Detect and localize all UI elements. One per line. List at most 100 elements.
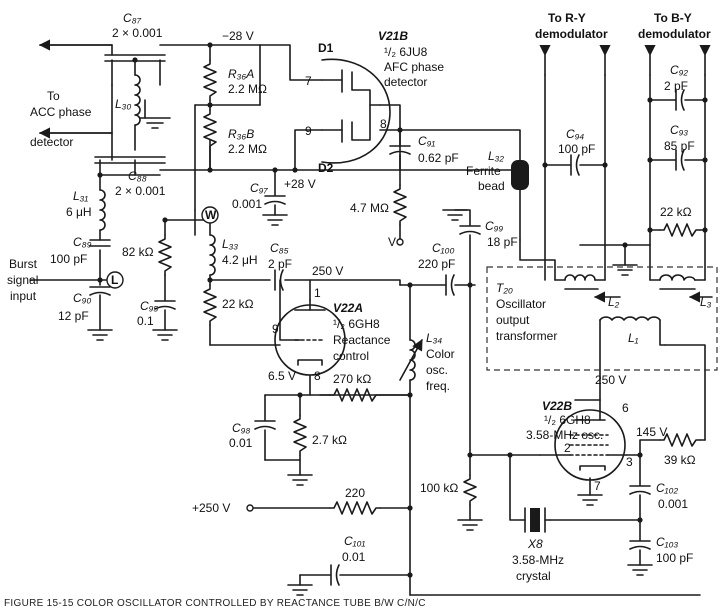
- label-d1: D1: [318, 41, 334, 55]
- label-v22b: V22B: [542, 399, 572, 413]
- label-by-1: To B-Y: [654, 11, 692, 25]
- label-250v-a: 250 V: [312, 264, 343, 278]
- label-c88-val: 2 × 0.001: [115, 184, 166, 198]
- capacitor-c98: [254, 420, 276, 430]
- resistor-4.7m: [393, 184, 407, 226]
- label-t20-d2: output: [496, 313, 530, 327]
- label-burst-1: Burst: [9, 257, 38, 271]
- capacitor-c102: [629, 485, 651, 495]
- label-v22b-type: ¹/₂ 6GH8: [544, 413, 591, 427]
- label-r36b-val: 2.2 MΩ: [228, 142, 267, 156]
- resistor-270k: [329, 388, 381, 402]
- label-l34-d3: freq.: [426, 379, 450, 393]
- label-x8: X8: [527, 537, 543, 551]
- pin-6-v22b: 6: [622, 401, 629, 415]
- label-l30: L₃₀: [115, 97, 132, 111]
- label-c94-val: 100 pF: [558, 142, 595, 156]
- label-4.7m: 4.7 MΩ: [350, 201, 389, 215]
- label-acc-2: ACC phase: [30, 105, 92, 119]
- label-c93: C₉₃: [670, 123, 688, 137]
- label-82k: 82 kΩ: [122, 245, 154, 259]
- label-c85-val: 2 pF: [268, 257, 292, 271]
- label-2.7k: 2.7 kΩ: [312, 433, 347, 447]
- label-by-2: demodulator: [638, 27, 711, 41]
- diode-tube-v21b: [321, 58, 391, 164]
- label-plus28: +28 V: [284, 177, 316, 191]
- resistor-22k-right: [659, 223, 701, 237]
- label-l1: L₁: [628, 331, 639, 345]
- label-d2: D2: [318, 161, 334, 175]
- label-l34: L₃₄: [426, 331, 442, 345]
- inductor-l33: [209, 234, 216, 276]
- label-c102: C₁₀₂: [656, 481, 679, 495]
- label-l3: L₃: [700, 295, 712, 309]
- label-c95-val: 0.1: [137, 314, 154, 328]
- label-t20-d3: transformer: [496, 329, 557, 343]
- label-r36b: R₃₆B: [228, 127, 254, 141]
- label-250v-b: 250 V: [595, 373, 626, 387]
- capacitor-c97: [264, 195, 286, 205]
- capacitor-c94: [570, 154, 580, 176]
- label-c90: C₉₀: [73, 291, 91, 305]
- label-c102-val: 0.001: [658, 497, 688, 511]
- ground-symbols: [87, 209, 653, 596]
- label-l33-val: 4.2 μH: [222, 253, 258, 267]
- label-burst-2: signal: [7, 273, 38, 287]
- label-burst-3: input: [10, 289, 37, 303]
- pin-7-v22b: 7: [594, 479, 601, 493]
- resistor-22k-left: [203, 284, 217, 326]
- label-l34-d2: osc.: [426, 363, 448, 377]
- inductor-l2: [564, 274, 621, 303]
- label-c103: C₁₀₃: [656, 535, 679, 549]
- capacitor-c87: [104, 54, 166, 62]
- label-ry-2: demodulator: [535, 27, 608, 41]
- resistor-39k: [659, 433, 701, 447]
- label-v22a-type: ¹/₂ 6GH8: [333, 317, 380, 331]
- label-v22a-desc2: control: [333, 349, 369, 363]
- label-l32: L₃₂: [488, 149, 504, 163]
- label-l31: L₃₁: [73, 189, 88, 203]
- pin-2-v22b: 2: [564, 441, 571, 455]
- tube-v22a: [274, 299, 346, 376]
- label-plus250: +250 V: [192, 501, 230, 515]
- label-270k: 270 kΩ: [333, 372, 371, 386]
- label-c99: C₉₉: [485, 219, 503, 233]
- capacitor-c88: [94, 156, 166, 164]
- label-220: 220: [345, 486, 365, 500]
- capacitor-c99: [459, 225, 481, 235]
- pin-9-v21b: 9: [305, 124, 312, 138]
- resistor-100k: [463, 474, 477, 506]
- label-l2: L₂: [608, 295, 620, 309]
- capacitor-c92: [675, 89, 685, 111]
- inductor-l1: [599, 316, 661, 321]
- label-22k-left: 22 kΩ: [222, 297, 254, 311]
- label-v22a-desc1: Reactance: [333, 333, 391, 347]
- capacitor-c85: [274, 269, 284, 291]
- label-ry-1: To R-Y: [548, 11, 586, 25]
- inductor-l3: [659, 274, 713, 303]
- resistor-82k: [158, 234, 172, 276]
- label-c98: C₉₈: [232, 421, 250, 435]
- figure-caption: FIGURE 15-15 COLOR OSCILLATOR CONTROLLED…: [4, 598, 426, 609]
- label-c101: C₁₀₁: [344, 534, 366, 548]
- label-r36a: R₃₆A: [228, 67, 254, 81]
- capacitor-c95: [154, 300, 176, 310]
- label-l33: L₃₃: [222, 237, 238, 251]
- resistor-r36a: [203, 59, 217, 101]
- label-node-w: W: [205, 208, 217, 222]
- label-c89-val: 100 pF: [50, 252, 87, 266]
- label-c91: C₉₁: [418, 134, 435, 148]
- label-c92-val: 2 pF: [664, 79, 688, 93]
- label-acc-1: To: [47, 89, 60, 103]
- label-c85: C₈₅: [270, 241, 289, 255]
- label-c91-val: 0.62 pF: [418, 151, 459, 165]
- tube-v22b: [539, 399, 627, 481]
- label-22k-right: 22 kΩ: [660, 205, 692, 219]
- pin-1-v22a: 1: [314, 286, 321, 300]
- capacitor-c90: [89, 286, 111, 296]
- pin-8-v21b: 8: [380, 117, 387, 131]
- pin-3-v22b: 3: [626, 455, 633, 469]
- label-t20-d1: Oscillator: [496, 297, 546, 311]
- label-c93-val: 85 pF: [664, 139, 695, 153]
